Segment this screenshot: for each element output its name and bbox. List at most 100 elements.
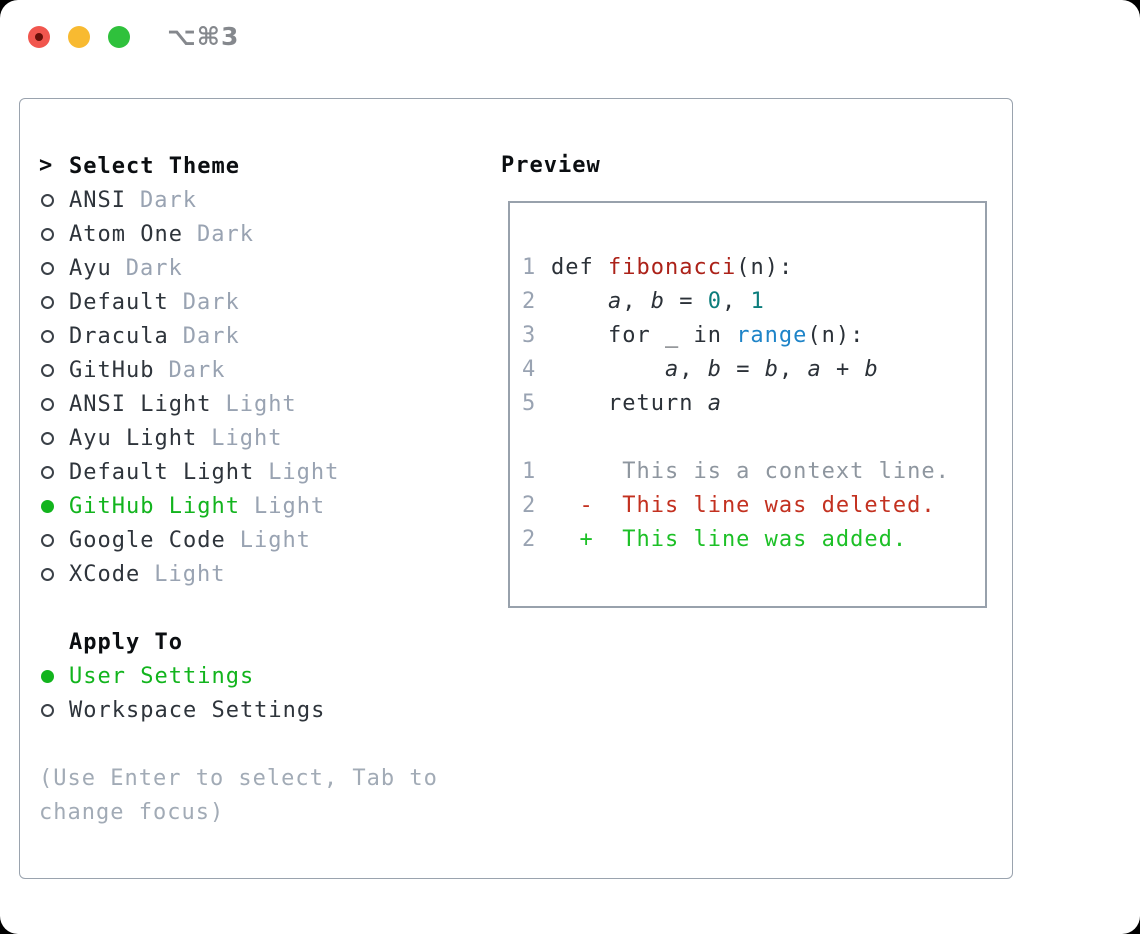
- radio-circle: [41, 193, 54, 207]
- radio-circle: [41, 703, 54, 717]
- code-line: 3 for _ in range(n):: [522, 319, 985, 353]
- radio-circle: [41, 567, 54, 581]
- code-segment-var: b: [707, 357, 722, 382]
- code-segment-var: a: [707, 391, 722, 416]
- code-segment-var: a: [807, 357, 822, 382]
- code-line: 5 return a: [522, 387, 985, 421]
- radio-circle: [41, 669, 54, 683]
- code-segment-code: ,: [622, 289, 651, 314]
- hint-line-2: change focus): [39, 799, 225, 825]
- header-indent: [39, 625, 69, 659]
- option-variant-label: Dark: [182, 323, 240, 349]
- code-segment-var: a: [664, 357, 680, 382]
- radio-circle: [41, 363, 54, 377]
- radio-circle: [41, 329, 54, 343]
- option-label: Default: [69, 289, 169, 315]
- preview-title: Preview: [501, 153, 601, 178]
- theme-option[interactable]: Default Light Light: [39, 455, 438, 489]
- select-theme-title: Select Theme: [69, 153, 240, 179]
- radio-unselected-icon: [39, 353, 69, 387]
- theme-option[interactable]: Atom One Dark: [39, 217, 438, 251]
- diff-deleted-line: 2 - This line was deleted.: [522, 489, 985, 523]
- code-segment-code: return: [551, 391, 708, 416]
- radio-unselected-icon: [39, 387, 69, 421]
- code-segment-code: [551, 353, 665, 387]
- code-segment-lit: 0: [707, 289, 722, 314]
- apply-to-option[interactable]: Workspace Settings: [39, 693, 438, 727]
- radio-unselected-icon: [39, 183, 69, 217]
- option-label: Default Light: [69, 459, 255, 485]
- radio-circle: [41, 533, 54, 547]
- window-title: ⌥⌘3: [167, 22, 240, 51]
- radio-circle: [41, 499, 54, 513]
- code-line: 4 a, b = b, a + b: [522, 353, 985, 387]
- close-button[interactable]: [28, 26, 50, 48]
- radio-unselected-icon: [39, 421, 69, 455]
- apply-to-title: Apply To: [69, 629, 183, 655]
- line-number: 5: [522, 391, 537, 416]
- option-variant-label: Light: [154, 561, 226, 587]
- option-label: GitHub Light: [69, 493, 240, 519]
- radio-circle: [41, 465, 54, 479]
- blank-line: [522, 421, 985, 455]
- line-number: [522, 421, 551, 455]
- option-label: Workspace Settings: [69, 697, 326, 723]
- code-segment-var: b: [864, 357, 879, 382]
- code-segment-lit: 1: [750, 289, 765, 314]
- code-segment-code: (n):: [736, 255, 794, 280]
- line-number: 1: [522, 459, 537, 484]
- radio-unselected-icon: [39, 523, 69, 557]
- theme-option[interactable]: Dracula Dark: [39, 319, 438, 353]
- line-number: 3: [522, 323, 537, 348]
- radio-circle: [41, 397, 54, 411]
- code-segment-var: b: [650, 289, 665, 314]
- zoom-button[interactable]: [108, 26, 130, 48]
- radio-selected-icon: [39, 489, 69, 523]
- option-label: Dracula: [69, 323, 169, 349]
- code-segment-added: + This line was added.: [551, 527, 908, 552]
- spacer-row: [39, 591, 438, 625]
- option-label: Ayu: [69, 255, 112, 281]
- line-number: 2: [522, 527, 537, 552]
- radio-unselected-icon: [39, 319, 69, 353]
- option-variant-label: Light: [268, 459, 340, 485]
- radio-circle: [41, 227, 54, 241]
- theme-option[interactable]: ANSI Dark: [39, 183, 438, 217]
- option-variant-label: Dark: [139, 187, 197, 213]
- focus-caret-icon: >: [39, 153, 54, 178]
- close-dot-icon: [35, 33, 43, 41]
- apply-to-option[interactable]: User Settings: [39, 659, 438, 693]
- code-segment-var: a: [607, 289, 623, 314]
- option-label: Google Code: [69, 527, 226, 553]
- code-segment-func: fibonacci: [607, 255, 737, 280]
- code-segment-code: =: [721, 357, 765, 382]
- option-variant-label: Dark: [196, 221, 254, 247]
- code-segment-code: (n):: [807, 323, 865, 348]
- spacer-row: [39, 727, 438, 761]
- option-label: Atom One: [69, 221, 183, 247]
- code-segment-code: =: [664, 289, 708, 314]
- radio-selected-icon: [39, 659, 69, 693]
- code-segment-code: [551, 285, 608, 319]
- apply-to-header: Apply To: [39, 625, 438, 659]
- option-variant-label: Dark: [168, 357, 226, 383]
- line-number: 2: [522, 493, 537, 518]
- option-label: ANSI: [69, 187, 126, 213]
- code-segment-code: ,: [721, 289, 751, 314]
- diff-context-line: 1 This is a context line.: [522, 455, 985, 489]
- code-line: 2 a, b = 0, 1: [522, 285, 985, 319]
- minimize-button[interactable]: [68, 26, 90, 48]
- code-segment-code: for _ in: [551, 323, 737, 348]
